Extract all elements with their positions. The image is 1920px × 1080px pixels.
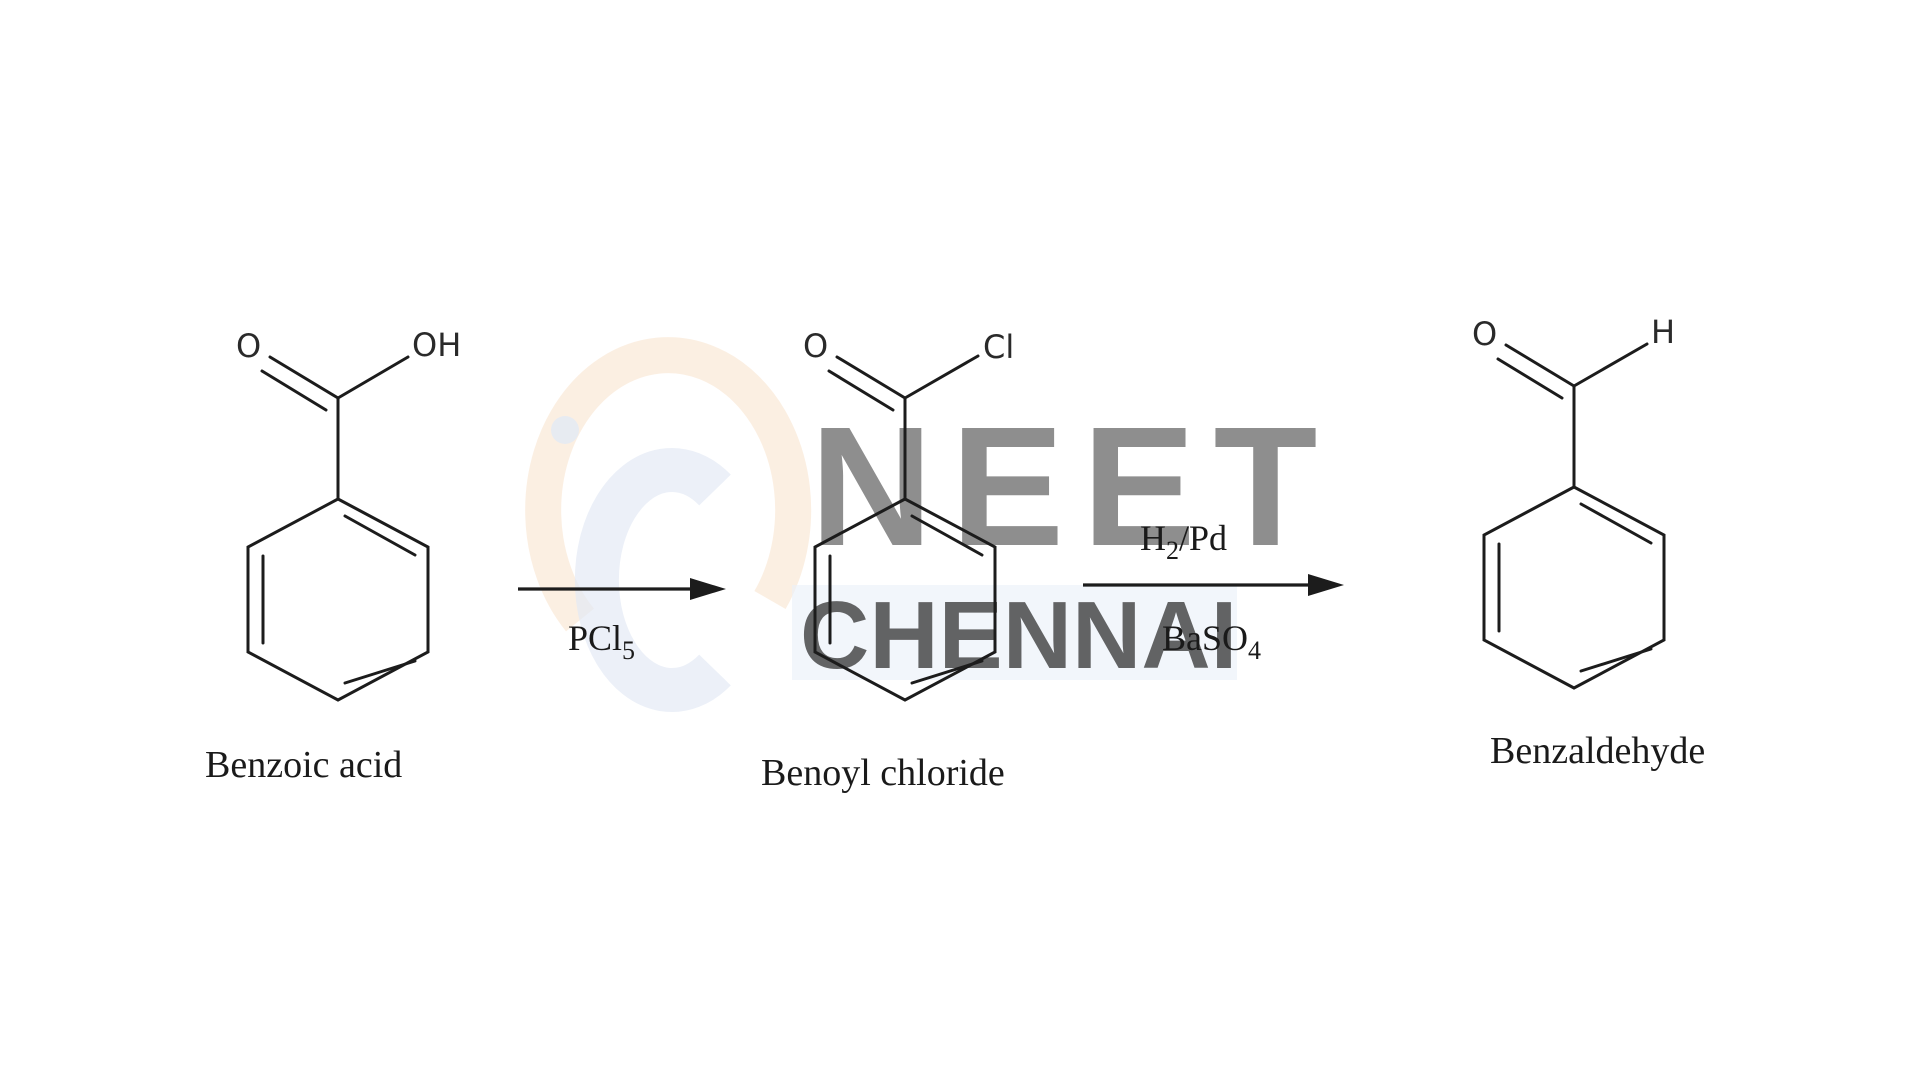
chlorine-bond (903, 354, 980, 400)
molecule-name: Benoyl chloride (761, 752, 1005, 794)
watermark-line2: CHENNAI (800, 582, 1237, 689)
hydroxyl-bond (336, 355, 410, 400)
chlorine-label: Cl (983, 328, 1014, 366)
reagent-subscript: 2 (1166, 536, 1179, 565)
watermark-band (792, 585, 1237, 680)
reagent-rest: /Pd (1179, 518, 1227, 558)
reagent-baso4: BaSO4 (1162, 618, 1261, 665)
carbonyl-double-bond (1496, 357, 1564, 400)
watermark-ring (525, 337, 812, 632)
hydroxyl-label: OH (412, 326, 461, 364)
inner-double-bond (343, 514, 417, 557)
watermark-c-shape (574, 448, 731, 712)
benzene-ring (1482, 485, 1666, 690)
watermark: NEET CHENNAI (525, 337, 1335, 712)
inner-double-bond (910, 514, 984, 557)
watermark-dot (551, 416, 579, 444)
reagent-subscript: 5 (622, 636, 635, 665)
inner-double-bond (343, 659, 417, 685)
carbonyl-double-bond (835, 355, 907, 400)
hydrogen-label: H (1651, 313, 1675, 351)
carbonyl-double-bond (1504, 343, 1576, 388)
reaction-arrow-2: H2/Pd BaSO4 (1083, 518, 1344, 665)
arrow-head (1308, 574, 1344, 596)
arrow-head (690, 578, 726, 600)
inner-double-bond (1579, 502, 1653, 545)
oxygen-label: O (236, 327, 261, 365)
benzene-ring (246, 497, 430, 702)
molecule-name: Benzaldehyde (1490, 730, 1705, 772)
inner-double-bond (910, 659, 984, 685)
reaction-arrow-1: PCl5 (518, 578, 726, 665)
oxygen-label: O (803, 327, 828, 365)
carbonyl-double-bond (260, 369, 328, 412)
inner-double-bond (1579, 647, 1653, 673)
watermark-line1: NEET (810, 392, 1335, 582)
reagent-subscript: 4 (1248, 636, 1261, 665)
molecule-benoyl-chloride: O Cl Benoyl chloride (761, 327, 1014, 794)
reagent-base: H (1140, 518, 1166, 558)
reagent-base: BaSO (1162, 618, 1248, 658)
oxygen-label: O (1472, 315, 1497, 353)
reagent-h2-pd: H2/Pd (1140, 518, 1227, 565)
reagent-pcl5: PCl5 (568, 618, 635, 665)
molecule-benzoic-acid: O OH Benzoic acid (205, 326, 461, 786)
reagent-base: PCl (568, 618, 622, 658)
carbonyl-double-bond (827, 369, 895, 412)
hydrogen-bond (1572, 342, 1649, 388)
molecule-benzaldehyde: O H Benzaldehyde (1472, 313, 1705, 772)
carbonyl-double-bond (268, 355, 340, 400)
benzene-ring (813, 497, 997, 702)
molecule-name: Benzoic acid (205, 744, 402, 786)
